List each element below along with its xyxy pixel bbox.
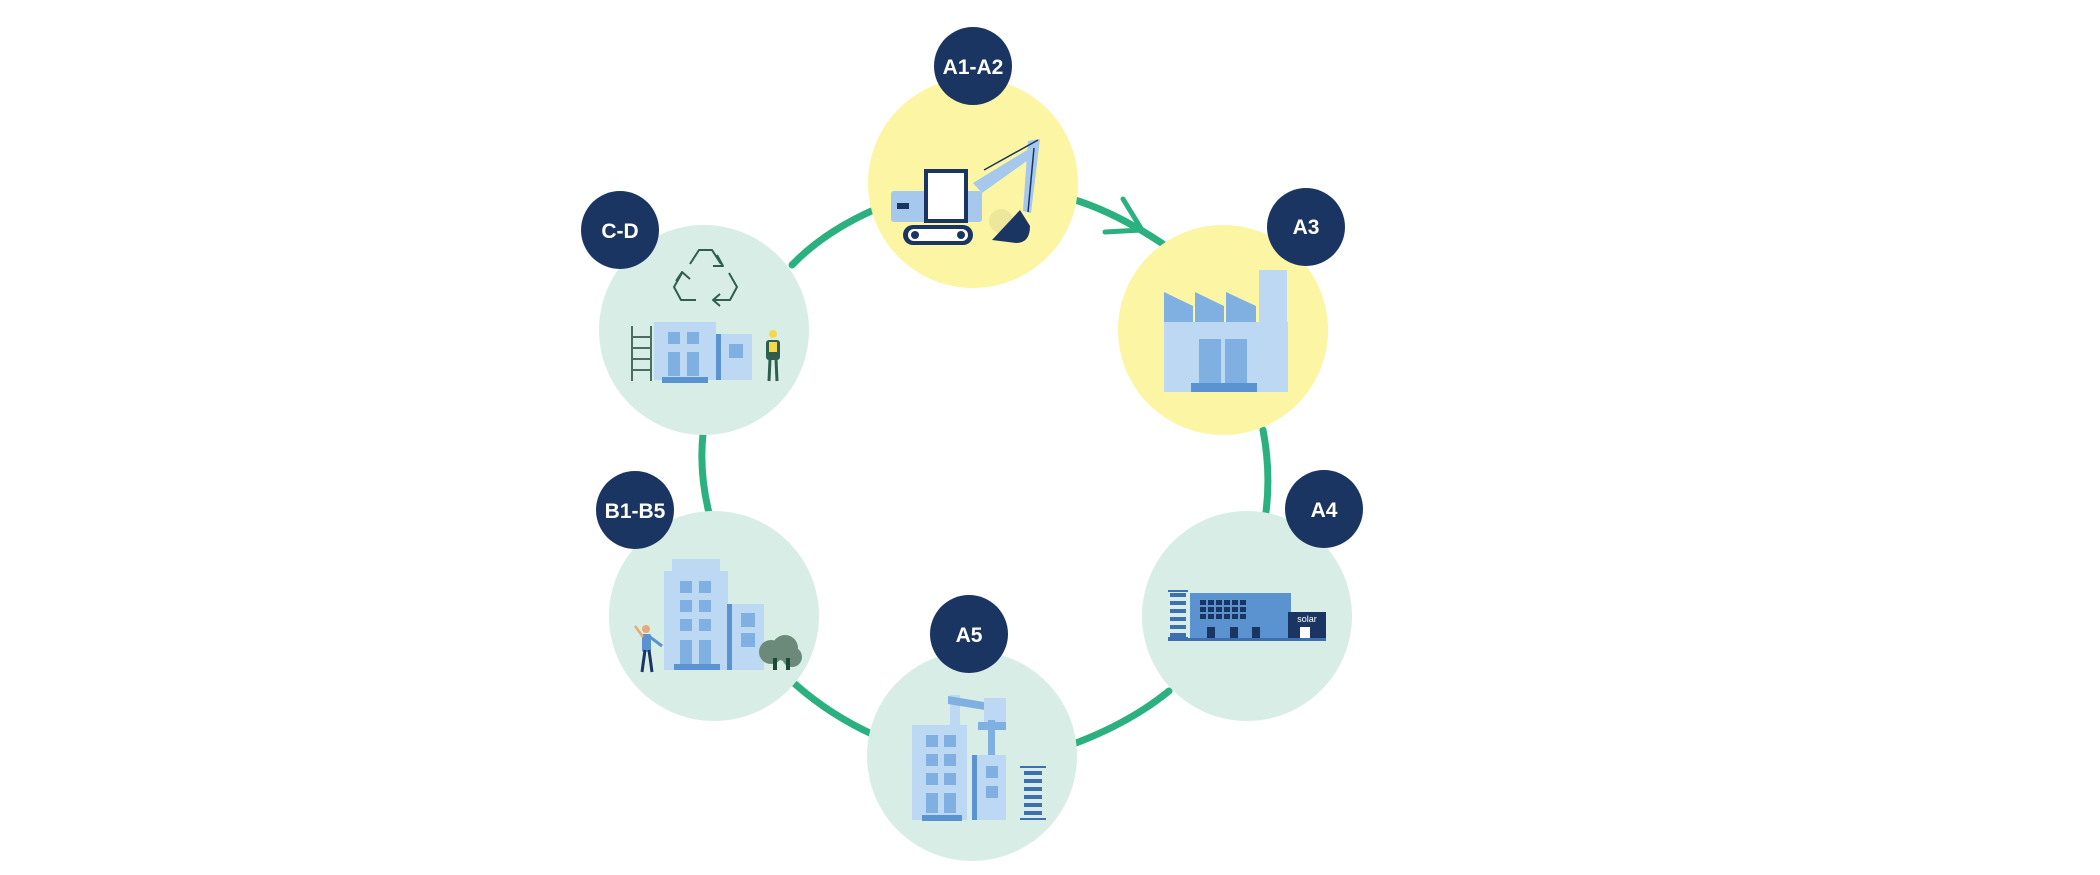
stage-b1-b5: B1-B5 — [596, 471, 819, 721]
truck-sign: solar — [1297, 614, 1317, 624]
scaffold-icon — [631, 326, 652, 381]
arc-a5-to-b1 — [791, 680, 878, 739]
stage-c-d-label: C-D — [601, 220, 638, 243]
arc-a3-to-a4 — [1259, 426, 1272, 516]
tree-icon — [759, 635, 802, 670]
stage-c-d: C-D — [581, 191, 809, 435]
stage-b1-b5-label: B1-B5 — [605, 500, 666, 523]
transport-truck-icon: solar — [1168, 590, 1326, 641]
stage-a4-label: A4 — [1311, 499, 1338, 522]
stage-a4-badge — [1285, 470, 1363, 548]
stage-a1-a2-label: A1-A2 — [943, 56, 1004, 79]
person-icon — [633, 625, 663, 673]
stage-a3-badge — [1267, 188, 1345, 266]
worker-icon — [766, 330, 780, 382]
cycle-path — [698, 195, 1272, 747]
stage-a5-label: A5 — [956, 624, 983, 647]
excavator-icon — [891, 139, 1040, 245]
cycle-direction-arrow-icon — [1102, 196, 1145, 235]
stage-c-d-badge — [581, 191, 659, 269]
arc-b1-to-cd — [698, 430, 713, 517]
stage-a1-a2: A1-A2 — [868, 27, 1078, 288]
cable-drum-icon — [1020, 766, 1046, 820]
recycle-icon — [673, 249, 738, 307]
building-in-use-icon — [633, 559, 802, 673]
stage-a3-label: A3 — [1293, 216, 1320, 239]
stage-b1-b5-badge — [596, 471, 674, 549]
recycle-demolition-icon — [631, 249, 780, 383]
stage-a5-badge — [930, 595, 1008, 673]
stage-a1-a2-badge — [934, 27, 1012, 105]
stage-a4: solar A4 — [1142, 470, 1363, 721]
arc-a1-to-a3 — [1068, 195, 1167, 248]
arc-cd-to-a1 — [788, 205, 880, 269]
stage-a5: A5 — [867, 595, 1077, 861]
construction-crane-icon — [912, 695, 1046, 821]
stage-a3: A3 — [1118, 188, 1345, 435]
arc-a4-to-a5 — [1072, 687, 1173, 747]
factory-icon — [1164, 270, 1288, 392]
